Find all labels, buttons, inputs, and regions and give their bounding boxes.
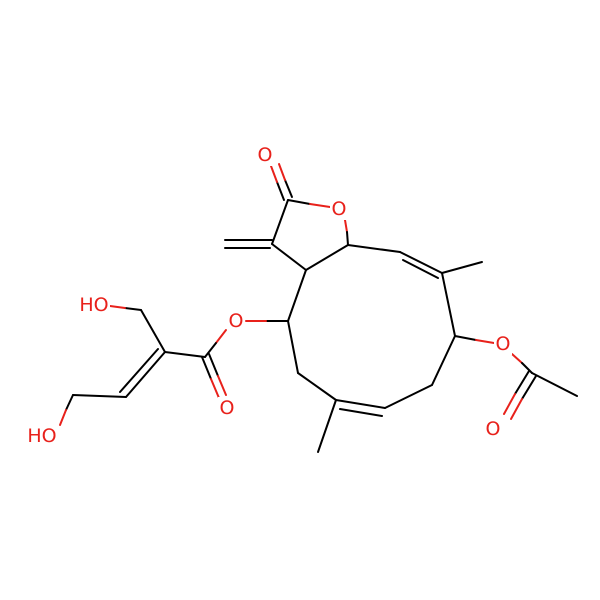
bond-c12-c13 <box>287 320 299 374</box>
bond-c11-methyl <box>317 399 337 453</box>
bond-alpha-ch2 <box>140 309 166 353</box>
bond-acetyl-co-black-a <box>514 370 530 395</box>
bond-ch2-oh-upper-black <box>124 307 142 311</box>
atom-hydroxy-lower: HO <box>26 425 58 447</box>
atom-labels: O O HO O O O O HO <box>26 144 512 447</box>
bond-acetate-o-acetyl-black <box>521 362 533 374</box>
bond-beta-ch2 <box>72 394 127 398</box>
bond-ester-co-red-a <box>210 378 220 399</box>
bond-acetyl-co-red-b <box>510 398 523 420</box>
bond-acetate-o-acetyl-red <box>511 353 523 364</box>
bond-c7-methyl <box>441 261 483 274</box>
label-o-lactone-carbonyl: O <box>258 144 273 166</box>
label-o-lactone-ring: O <box>332 198 347 220</box>
atom-o-acetate-carbonyl: O <box>484 418 502 440</box>
bond-c2-ring-o-red <box>309 203 331 208</box>
bond-c8-acetate-o-red <box>475 339 495 344</box>
bond-alpha-beta-b <box>119 348 159 393</box>
atom-o-ester: O <box>227 310 245 332</box>
bond-c7-c8 <box>441 272 456 337</box>
bond-ester-carbonyl-alpha <box>164 351 206 358</box>
bond-c2-carbonyl-o-black-a <box>276 181 285 201</box>
bond-acetyl-co-red-a <box>503 393 516 415</box>
bond-c2-ring-o-black <box>287 199 311 205</box>
bond-c6-c7-a <box>399 251 443 274</box>
heteroatom-bonds <box>59 163 537 426</box>
bond-ch2-oh-lower-black <box>65 394 74 411</box>
bond-ester-co-black-a <box>201 356 212 380</box>
bond-c2-carbonyl-o-red-a <box>270 165 278 183</box>
bond-c11-c12 <box>297 372 337 401</box>
label-o-acetate: O <box>496 333 511 355</box>
bond-c1-c2 <box>271 199 289 245</box>
label-o-ester: O <box>229 310 244 332</box>
bond-c6-c7-b <box>402 259 439 279</box>
bond-ester-o-carbonyl-black <box>204 342 217 358</box>
bond-c10-c11-a <box>335 399 386 409</box>
bond-c10-c11-b <box>339 408 383 417</box>
bond-c8-acetate-o-black <box>454 335 477 341</box>
bond-ring-o-c5-black <box>346 231 349 246</box>
atom-o-ester-carbonyl: O <box>218 397 236 419</box>
atom-o-lactone-carbonyl: O <box>256 144 274 166</box>
bond-ch2-oh-upper-red <box>109 305 126 309</box>
label-o-acetate-carbonyl: O <box>486 418 501 440</box>
bond-ester-o-carbonyl-red <box>215 329 227 344</box>
bond-c2-carbonyl-o-red-b <box>278 163 286 181</box>
carbon-skeleton-bonds <box>72 199 578 453</box>
label-o-ester-carbonyl: O <box>220 397 235 419</box>
bond-c2-carbonyl-o-black-b <box>284 179 293 198</box>
bond-ester-co-black-b <box>208 353 219 377</box>
bond-c13-c3 <box>287 269 307 322</box>
atom-hydroxy-upper: HO <box>78 294 110 316</box>
label-hydroxy-upper: HO <box>79 294 108 316</box>
bond-acetyl-carbon-methyl <box>531 372 578 397</box>
bond-c8-c9 <box>431 335 456 386</box>
bond-c3-c5 <box>305 244 349 271</box>
bond-ring-o-c5-red <box>344 219 348 233</box>
bond-ester-co-red-b <box>217 375 227 396</box>
bond-acetyl-co-black-b <box>521 375 537 400</box>
bond-c1-c3 <box>271 243 307 271</box>
bond-alpha-beta-a <box>125 351 166 398</box>
atom-o-lactone-ring: O <box>330 198 348 220</box>
atom-o-acetate: O <box>494 333 512 355</box>
bond-ch2-oh-lower-red <box>59 409 67 426</box>
label-hydroxy-lower: HO <box>27 425 56 447</box>
bond-c9-c10 <box>384 384 433 409</box>
bond-c5-c6 <box>347 244 401 253</box>
